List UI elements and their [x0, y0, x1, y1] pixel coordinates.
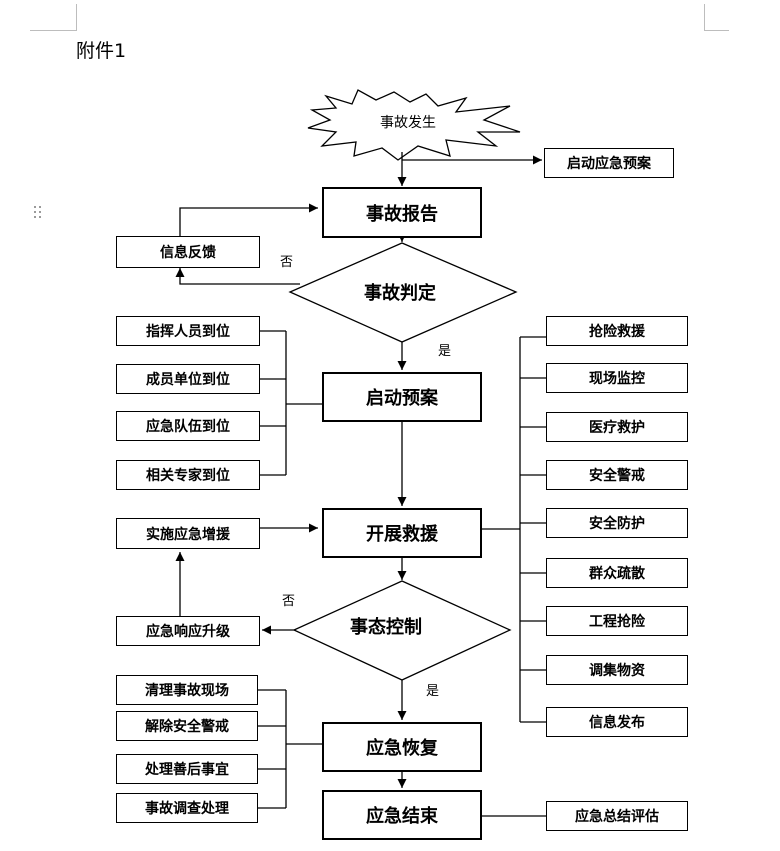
arrival-member-units: 成员单位到位 [116, 364, 260, 394]
task-investigation: 事故调查处理 [116, 793, 258, 823]
action-security-cordon: 安全警戒 [546, 460, 688, 490]
start-plan-box: 启动预案 [322, 372, 482, 422]
action-info-release: 信息发布 [546, 707, 688, 737]
no-label-control: 否 [282, 594, 296, 609]
feedback-box: 信息反馈 [116, 236, 260, 268]
end-box: 应急结束 [322, 790, 482, 840]
table-move-handle-icon[interactable] [34, 206, 44, 220]
arrival-emergency-teams: 应急队伍到位 [116, 411, 260, 441]
reinforce-box: 实施应急增援 [116, 518, 260, 549]
action-safety-protection: 安全防护 [546, 508, 688, 538]
start-burst [307, 89, 521, 161]
page-corner-mark-left [30, 4, 77, 31]
task-aftermath: 处理善后事宜 [116, 754, 258, 784]
action-rescue: 抢险救援 [546, 316, 688, 346]
task-lift-cordon: 解除安全警戒 [116, 711, 258, 741]
launch-plan-notice-box: 启动应急预案 [544, 148, 674, 178]
no-label-judge: 否 [280, 255, 294, 270]
arrival-experts: 相关专家到位 [116, 460, 260, 490]
summary-box: 应急总结评估 [546, 801, 688, 831]
start-event-label: 事故发生 [380, 115, 436, 131]
action-supplies: 调集物资 [546, 655, 688, 685]
action-evacuation: 群众疏散 [546, 558, 688, 588]
arrival-commanders: 指挥人员到位 [116, 316, 260, 346]
judge-label: 事故判定 [364, 283, 436, 304]
yes-label-control: 是 [426, 684, 440, 699]
action-engineering: 工程抢险 [546, 606, 688, 636]
report-box: 事故报告 [322, 187, 482, 238]
upgrade-box: 应急响应升级 [116, 616, 260, 646]
recovery-box: 应急恢复 [322, 722, 482, 772]
rescue-box: 开展救援 [322, 508, 482, 558]
task-clear-scene: 清理事故现场 [116, 675, 258, 705]
page-corner-mark-right [704, 4, 729, 31]
attachment-label: 附件1 [76, 40, 127, 62]
action-monitoring: 现场监控 [546, 363, 688, 393]
control-label: 事态控制 [350, 617, 422, 638]
yes-label-judge: 是 [438, 344, 452, 359]
action-medical: 医疗救护 [546, 412, 688, 442]
